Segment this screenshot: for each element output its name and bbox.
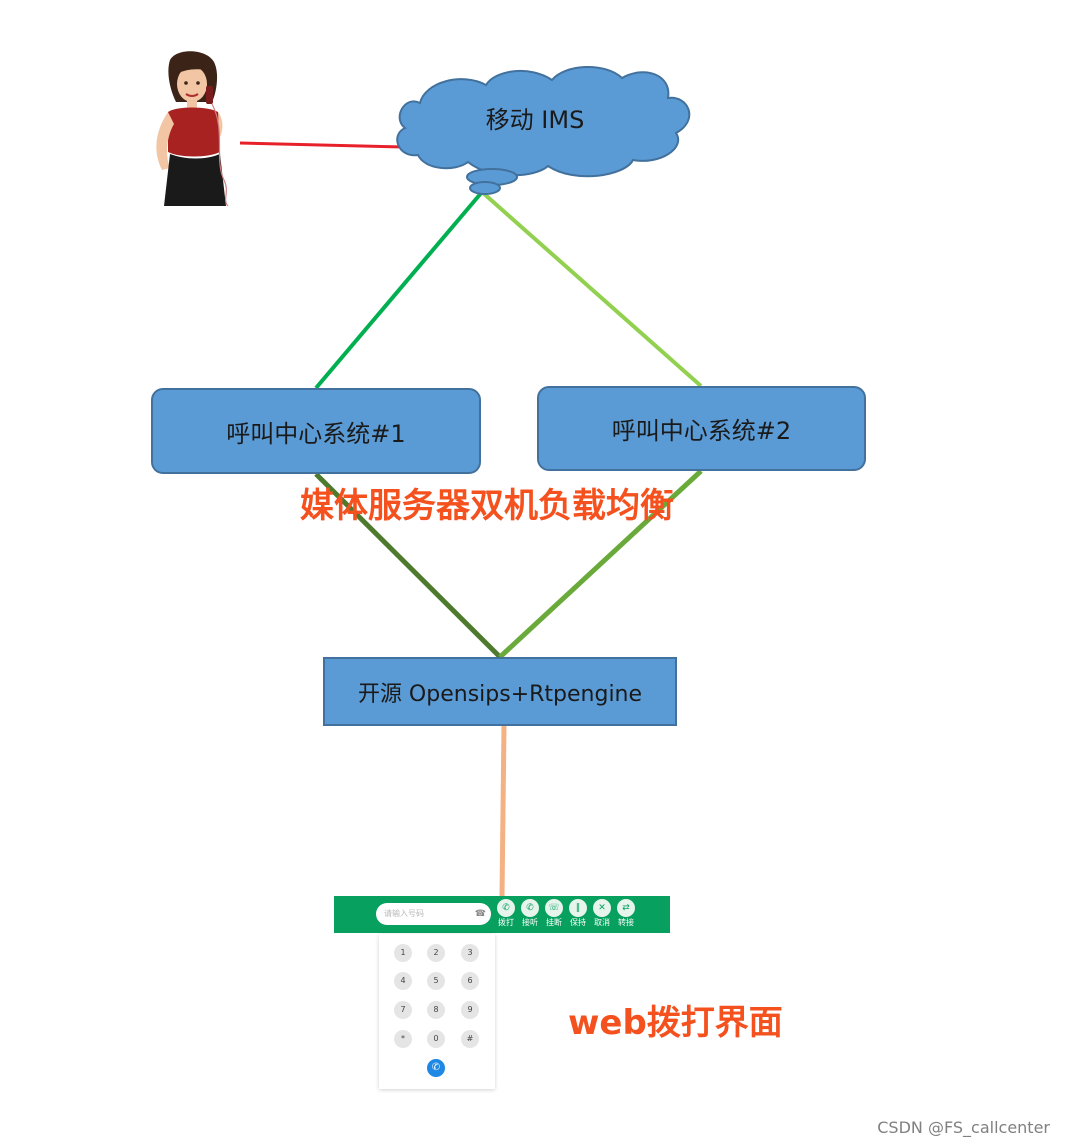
answer-label: 接听 (522, 918, 538, 927)
hangup-label: 挂断 (546, 918, 562, 927)
connector-woman-cloud (239, 141, 405, 149)
cancel-icon: ✕ (593, 899, 611, 917)
hangup-button[interactable]: ☏ 挂断 (542, 899, 566, 928)
dialer-input-placeholder: 请输入号码 (384, 909, 424, 918)
key-2[interactable]: 2 (427, 944, 445, 962)
transfer-icon: ⇄ (617, 899, 635, 917)
woman-on-phone-icon (156, 51, 229, 207)
key-9[interactable]: 9 (461, 1001, 479, 1019)
ims-cloud-shape (396, 66, 691, 195)
key-8[interactable]: 8 (427, 1001, 445, 1019)
answer-icon: ✆ (521, 899, 539, 917)
dial-button[interactable]: ✆ 拨打 (494, 899, 518, 928)
key-4[interactable]: 4 (394, 972, 412, 990)
callcenter-1-label: 呼叫中心系统#1 (226, 419, 406, 448)
connector-cc1-opensips (314, 472, 502, 659)
callcenter-1-box: 呼叫中心系统#1 (151, 388, 481, 474)
phone-icon: ✆ (497, 899, 515, 917)
cancel-button[interactable]: ✕ 取消 (590, 899, 614, 928)
hangup-icon: ☏ (545, 899, 563, 917)
transfer-label: 转接 (618, 918, 634, 927)
web-dial-caption: web拨打界面 (568, 1003, 783, 1043)
keypad-icon[interactable]: ☎ (474, 909, 486, 919)
key-5[interactable]: 5 (427, 972, 445, 990)
key-0[interactable]: 0 (427, 1030, 445, 1048)
opensips-label: 开源 Opensips+Rtpengine (357, 681, 643, 707)
opensips-box: 开源 Opensips+Rtpengine (323, 657, 677, 726)
hold-button[interactable]: ‖ 保持 (566, 899, 590, 928)
dial-label: 拨打 (498, 918, 514, 927)
hold-label: 保持 (570, 918, 586, 927)
connector-opensips-web (499, 725, 507, 898)
dialer-keypad: 1 2 3 4 5 6 7 8 9 * 0 # ✆ (379, 934, 495, 1089)
load-balance-caption: 媒体服务器双机负载均衡 (300, 486, 674, 526)
transfer-button[interactable]: ⇄ 转接 (614, 899, 638, 928)
connector-cloud-cc2 (480, 190, 703, 388)
ims-cloud-label: 移动 IMS (485, 106, 585, 134)
key-hash[interactable]: # (461, 1030, 479, 1048)
key-6[interactable]: 6 (461, 972, 479, 990)
dialer-number-input[interactable]: 请输入号码 ☎ (376, 903, 491, 925)
connector-cloud-cc1 (314, 190, 484, 390)
answer-button[interactable]: ✆ 接听 (518, 899, 542, 928)
key-star[interactable]: * (394, 1030, 412, 1048)
hold-icon: ‖ (569, 899, 587, 917)
call-icon[interactable]: ✆ (427, 1059, 445, 1077)
key-7[interactable]: 7 (394, 1001, 412, 1019)
callcenter-2-label: 呼叫中心系统#2 (611, 417, 792, 445)
key-1[interactable]: 1 (394, 944, 412, 962)
watermark: CSDN @FS_callcenter (877, 1118, 1050, 1137)
connector-cc2-opensips (498, 469, 703, 659)
web-dialer-toolbar: 请输入号码 ☎ ✆ 拨打 ✆ 接听 ☏ 挂断 ‖ 保持 ✕ 取消 ⇄ 转接 (334, 896, 670, 933)
callcenter-2-box: 呼叫中心系统#2 (537, 386, 866, 471)
cancel-label: 取消 (594, 918, 610, 927)
key-3[interactable]: 3 (461, 944, 479, 962)
